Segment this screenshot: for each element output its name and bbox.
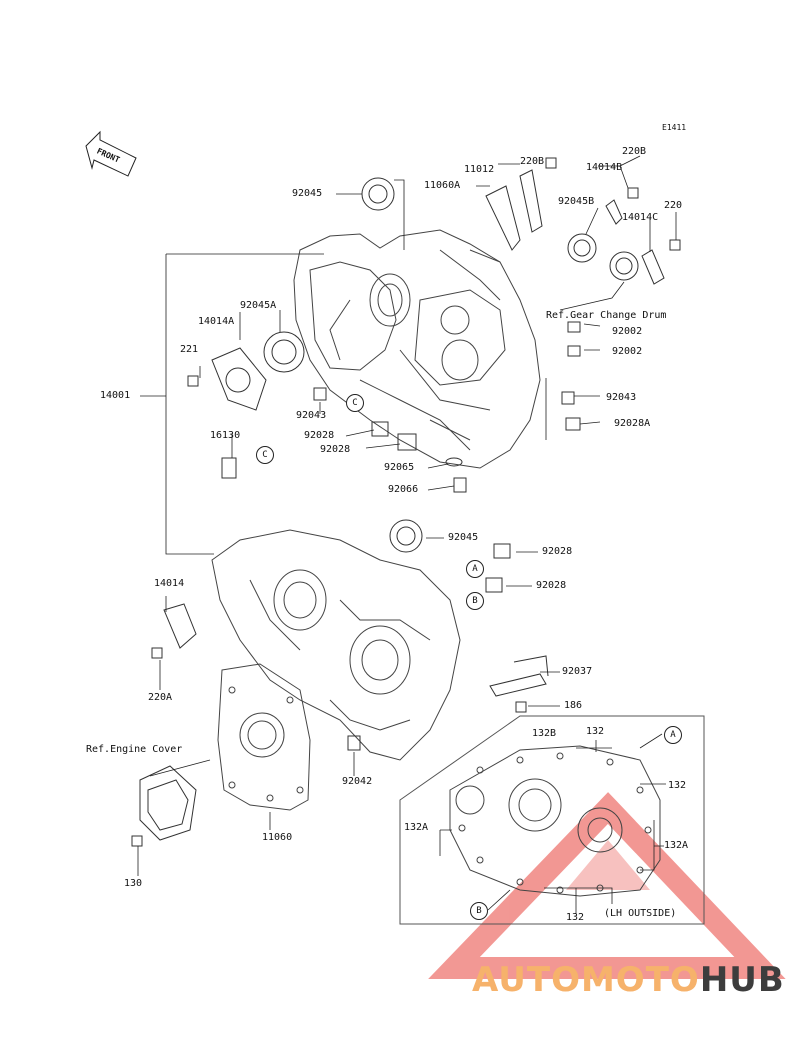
bracket-11060a: [485, 185, 521, 251]
bearing-gear-drum: [609, 251, 639, 281]
part-92066: 92066: [388, 484, 419, 495]
part-92045b: 92045B: [558, 196, 595, 207]
part-132b: 132B: [532, 728, 557, 739]
sensor-16130: [221, 457, 237, 479]
watermark-triangle: [428, 792, 786, 979]
plate-14014a: [211, 347, 267, 411]
part-132a-right: 132A: [664, 840, 689, 851]
bolt-220b-2: [627, 187, 639, 199]
part-220b-2: 220B: [622, 146, 647, 157]
bracket-11012: [519, 169, 543, 233]
part-92028-b: 92028: [536, 580, 567, 591]
part-14014b: 14014B: [586, 162, 623, 173]
front-arrow-icon: [85, 130, 137, 177]
part-14014: 14014: [154, 578, 185, 589]
part-92028a: 92028A: [614, 418, 651, 429]
part-92043-left: 92043: [296, 410, 327, 421]
gasket-11060: [217, 663, 311, 811]
ref-code: E1411: [662, 123, 687, 132]
watermark-part2: HUB: [699, 960, 785, 1000]
watermark-logo: AUTOMOTOHUB: [472, 960, 785, 1000]
dowel-92028-1: [371, 421, 389, 437]
ref-gear-change-drum: Ref.Gear Change Drum: [546, 310, 667, 321]
plate-92037: [489, 655, 549, 697]
dowel-92028-2: [397, 433, 417, 451]
part-92002-2: 92002: [612, 346, 643, 357]
part-92028-a: 92028: [542, 546, 573, 557]
bolt-186: [515, 701, 527, 713]
part-92045-mid: 92045: [448, 532, 479, 543]
jet-92002-2: [567, 345, 581, 357]
part-14014c: 14014C: [622, 212, 659, 223]
plate-14014: [163, 603, 197, 649]
pin-92042: [347, 735, 361, 751]
bolt-220b-1: [545, 157, 557, 169]
part-16130: 16130: [210, 430, 241, 441]
watermark-part1: AUTOMOTO: [472, 960, 700, 1000]
lower-crankcase: [211, 529, 461, 761]
part-14001: 14001: [100, 390, 131, 401]
dowel-92028-a: [493, 543, 511, 559]
plate-14014b: [605, 199, 623, 225]
part-220a: 220A: [148, 692, 173, 703]
part-92045a: 92045A: [240, 300, 277, 311]
ref-engine-cover: Ref.Engine Cover: [86, 744, 183, 755]
part-92042: 92042: [342, 776, 373, 787]
callout-a-2: A: [664, 726, 682, 744]
part-11060: 11060: [262, 832, 293, 843]
part-14014a: 14014A: [198, 316, 235, 327]
part-92065: 92065: [384, 462, 415, 473]
bearing-92045b: [567, 233, 597, 263]
part-220: 220: [664, 200, 683, 211]
engine-cover-ring: [139, 765, 197, 841]
leader-lines: [137, 155, 677, 914]
part-132-right: 132: [668, 780, 687, 791]
pin-92043-left: [313, 387, 327, 401]
part-92037: 92037: [562, 666, 593, 677]
pin-92043-right: [561, 391, 575, 405]
part-92043-right: 92043: [606, 392, 637, 403]
bolt-130: [131, 835, 143, 847]
bearing-92045-top: [361, 177, 395, 211]
part-11060a: 11060A: [424, 180, 461, 191]
dowel-92028-b: [485, 577, 503, 593]
callout-c-2: C: [256, 446, 274, 464]
plate-14014c: [641, 249, 665, 285]
jet-92002-1: [567, 321, 581, 333]
callout-a-1: A: [466, 560, 484, 578]
part-92002-1: 92002: [612, 326, 643, 337]
bolt-220a: [151, 647, 163, 659]
washer-92065: [445, 457, 463, 467]
bolt-221: [187, 375, 199, 387]
bearing-92045-mid: [389, 519, 423, 553]
lh-outside-case: [449, 745, 661, 897]
part-186: 186: [564, 700, 583, 711]
part-132-bottom: 132: [566, 912, 585, 923]
lh-outside-label: (LH OUTSIDE): [604, 908, 677, 919]
part-132a-left: 132A: [404, 822, 429, 833]
bearing-92045a: [263, 331, 305, 373]
part-92045-top: 92045: [292, 188, 323, 199]
callout-b-1: B: [466, 592, 484, 610]
part-220b-1: 220B: [520, 156, 545, 167]
bolt-220: [669, 239, 681, 251]
lh-outside-box: [399, 715, 705, 925]
upper-crankcase: [293, 229, 541, 469]
callout-c-1: C: [346, 394, 364, 412]
part-130: 130: [124, 878, 143, 889]
part-132-top: 132: [586, 726, 605, 737]
dowel-92028a: [565, 417, 581, 431]
part-11012: 11012: [464, 164, 495, 175]
part-221: 221: [180, 344, 199, 355]
callout-b-2: B: [470, 902, 488, 920]
part-92028-2: 92028: [320, 444, 351, 455]
plug-92066: [453, 477, 467, 493]
part-92028-1: 92028: [304, 430, 335, 441]
